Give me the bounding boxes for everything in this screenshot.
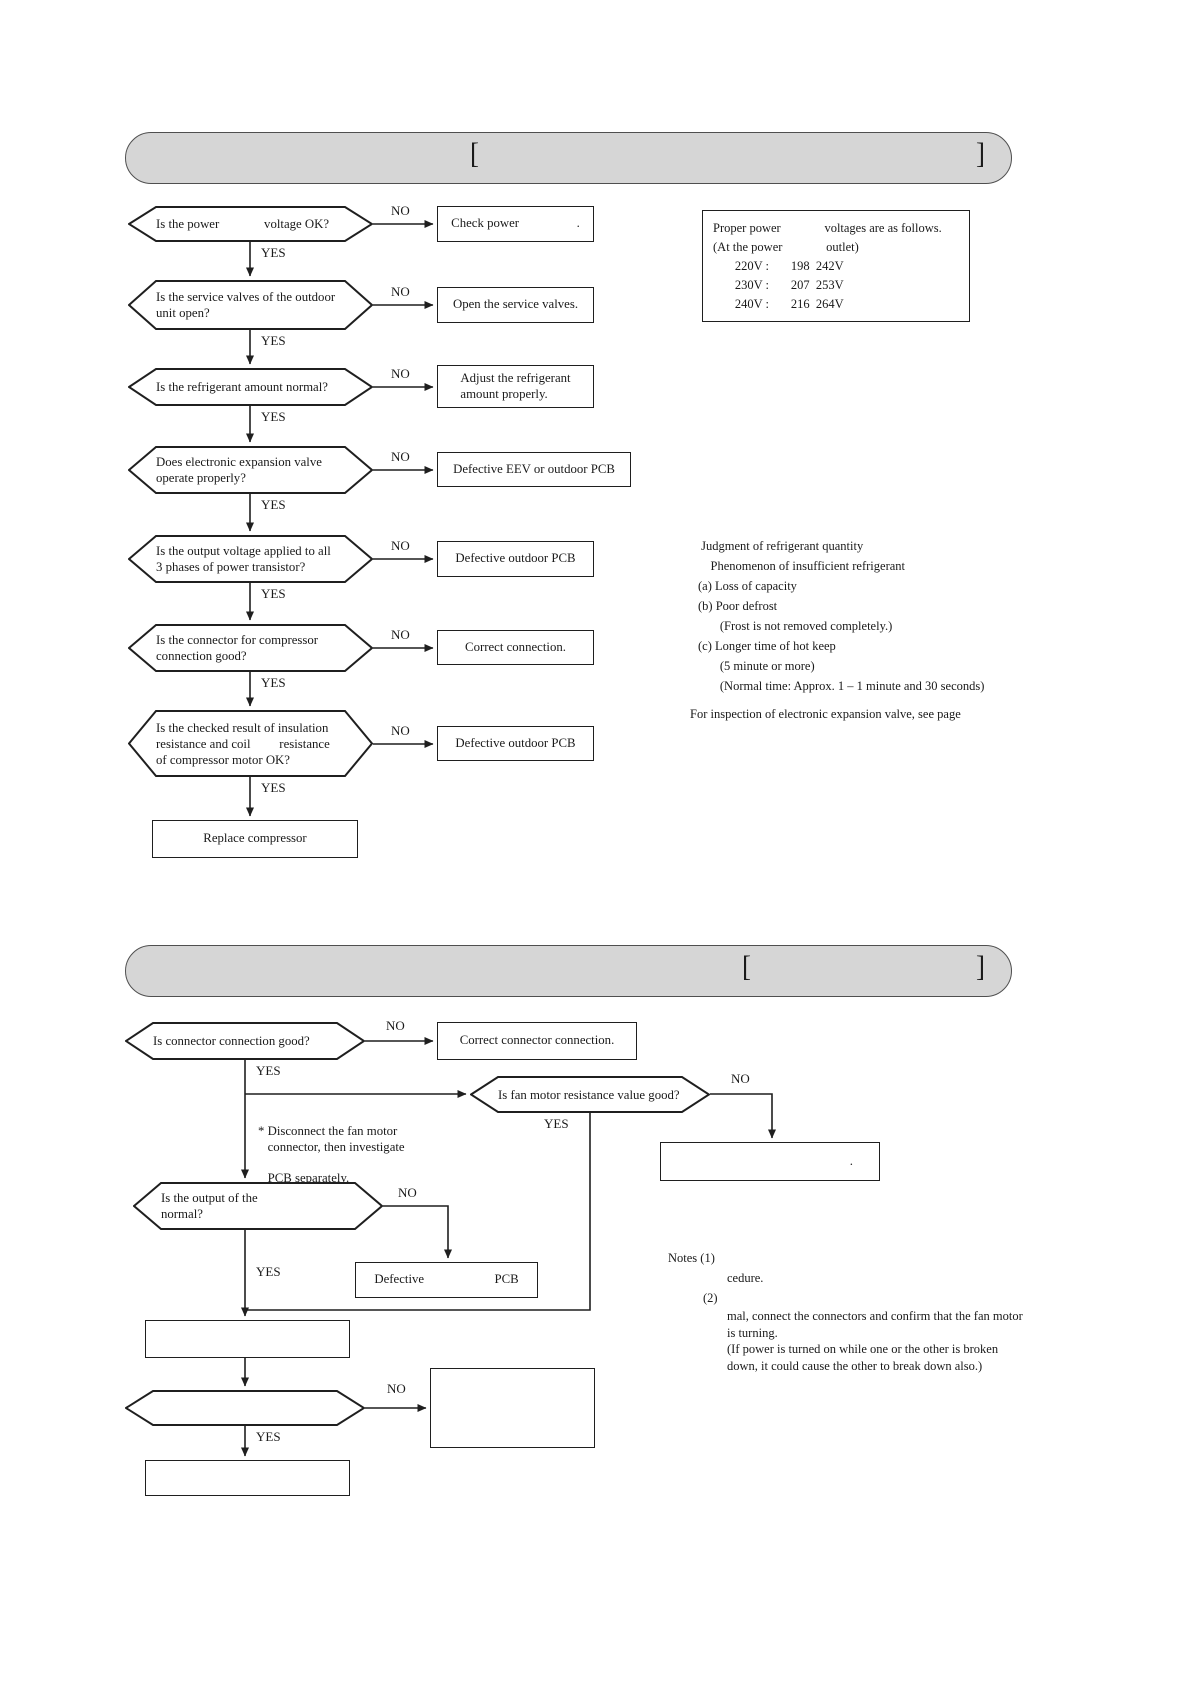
yes-label: YES <box>261 497 286 512</box>
voltage-table-text: Proper power voltages are as follows. (A… <box>713 221 942 311</box>
section1-title-bracket-right: ] <box>976 136 985 170</box>
no-label: NO <box>391 203 410 218</box>
decision-question: Is the output voltage applied to all 3 p… <box>156 544 331 574</box>
eev-inspection-note: For inspection of electronic expansion v… <box>690 707 961 721</box>
section1-title-bar <box>125 132 1012 184</box>
yes-label: YES <box>544 1116 569 1131</box>
section1-title-bracket-left: [ <box>470 136 479 170</box>
decision-service-valves: Is the service valves of the outdoor uni… <box>128 280 373 330</box>
action-text: Replace compressor <box>203 831 307 846</box>
yes-label: YES <box>261 333 286 348</box>
action-adjust-refrigerant: Adjust the refrigerant amount properly. <box>437 365 594 408</box>
decision-question: Is the checked result of insulation resi… <box>156 720 330 767</box>
action-correct-connector-connection: Correct connector connection. <box>437 1022 637 1060</box>
redacted-final-box <box>145 1460 350 1496</box>
no-label: NO <box>391 723 410 738</box>
note-2-label: (2) <box>703 1291 718 1305</box>
action-check-power: Check power . <box>437 206 594 242</box>
decision-question: Is the service valves of the outdoor uni… <box>156 290 336 320</box>
note-2-text: mal, connect the connectors and confirm … <box>727 1309 1023 1373</box>
decision-question: Is connector connection good? <box>153 1034 310 1048</box>
notes-label: Notes (1) <box>668 1251 715 1265</box>
no-label: NO <box>398 1185 417 1200</box>
action-text: Defective outdoor PCB <box>455 735 576 750</box>
no-label: NO <box>391 449 410 464</box>
no-label: NO <box>386 1018 405 1033</box>
no-label: NO <box>391 538 410 553</box>
yes-label: YES <box>261 245 286 260</box>
decision-compressor-connector: Is the connector for compressor connecti… <box>128 624 373 672</box>
action-defective-eev-pcb: Defective EEV or outdoor PCB <box>437 452 631 487</box>
action-text: Defective EEV or outdoor PCB <box>453 461 615 476</box>
decision-question: Is the output of the normal? <box>161 1191 258 1221</box>
action-open-valves: Open the service valves. <box>437 287 594 323</box>
yes-label: YES <box>256 1429 281 1444</box>
action-text: Open the service valves. <box>452 297 579 312</box>
decision-insulation-resistance: Is the checked result of insulation resi… <box>128 710 373 777</box>
decision-output-voltage: Is the output voltage applied to all 3 p… <box>128 535 373 583</box>
action-defective-pcb: Defective PCB <box>355 1262 538 1298</box>
redacted-decision <box>125 1390 365 1426</box>
section2-title-bracket-right: ] <box>976 949 985 983</box>
yes-label: YES <box>256 1264 281 1279</box>
action-defective-outdoor-pcb: Defective outdoor PCB <box>437 541 594 577</box>
action-text: . <box>849 1153 853 1168</box>
decision-connector-connection: Is connector connection good? <box>125 1022 365 1060</box>
yes-label: YES <box>256 1063 281 1078</box>
decision-refrigerant-amount: Is the refrigerant amount normal? <box>128 368 373 406</box>
yes-label: YES <box>261 675 286 690</box>
decision-question: Is the power voltage OK? <box>156 217 330 231</box>
no-label: NO <box>387 1381 406 1396</box>
decision-eev-operation: Does electronic expansion valve operate … <box>128 446 373 494</box>
decision-question: Is the connector for compressor connecti… <box>156 633 319 663</box>
redacted-step-box <box>145 1320 350 1358</box>
decision-power-voltage: Is the power voltage OK? <box>128 206 373 242</box>
action-replace-compressor: Replace compressor <box>152 820 358 858</box>
yes-label: YES <box>261 780 286 795</box>
action-text: Check power . <box>451 216 580 231</box>
redacted-result-box <box>430 1368 595 1448</box>
note-1-text: cedure. <box>727 1271 764 1285</box>
refrigerant-judgment-note: Judgment of refrigerant quantity Phenome… <box>698 539 985 693</box>
no-label: NO <box>391 284 410 299</box>
action-text: Defective outdoor PCB <box>455 551 576 566</box>
action-text: Correct connection. <box>465 639 566 654</box>
yes-label: YES <box>261 586 286 601</box>
disconnect-fan-motor-note: * Disconnect the fan motor connector, th… <box>258 1124 405 1185</box>
decision-question: Does electronic expansion valve operate … <box>156 455 322 485</box>
yes-label: YES <box>261 409 286 424</box>
proper-voltage-info-box: Proper power voltages are as follows. (A… <box>702 210 970 322</box>
decision-fan-motor-resistance: Is fan motor resistance value good? <box>470 1076 710 1113</box>
action-redacted-fan-result: . <box>660 1142 880 1181</box>
no-label: NO <box>391 627 410 642</box>
action-defective-outdoor-pcb-2: Defective outdoor PCB <box>437 726 594 761</box>
action-text: Adjust the refrigerant amount properly. <box>460 371 571 401</box>
no-label: NO <box>731 1071 750 1086</box>
decision-question: Is fan motor resistance value good? <box>498 1087 680 1102</box>
action-text: Defective PCB <box>374 1272 519 1287</box>
decision-output-normal: Is the output of the normal? <box>133 1182 383 1230</box>
action-text: Correct connector connection. <box>459 1033 615 1048</box>
decision-question: Is the refrigerant amount normal? <box>156 380 328 394</box>
action-correct-connection: Correct connection. <box>437 630 594 665</box>
section2-title-bar <box>125 945 1012 997</box>
section2-title-bracket-left: [ <box>742 949 751 983</box>
no-label: NO <box>391 366 410 381</box>
